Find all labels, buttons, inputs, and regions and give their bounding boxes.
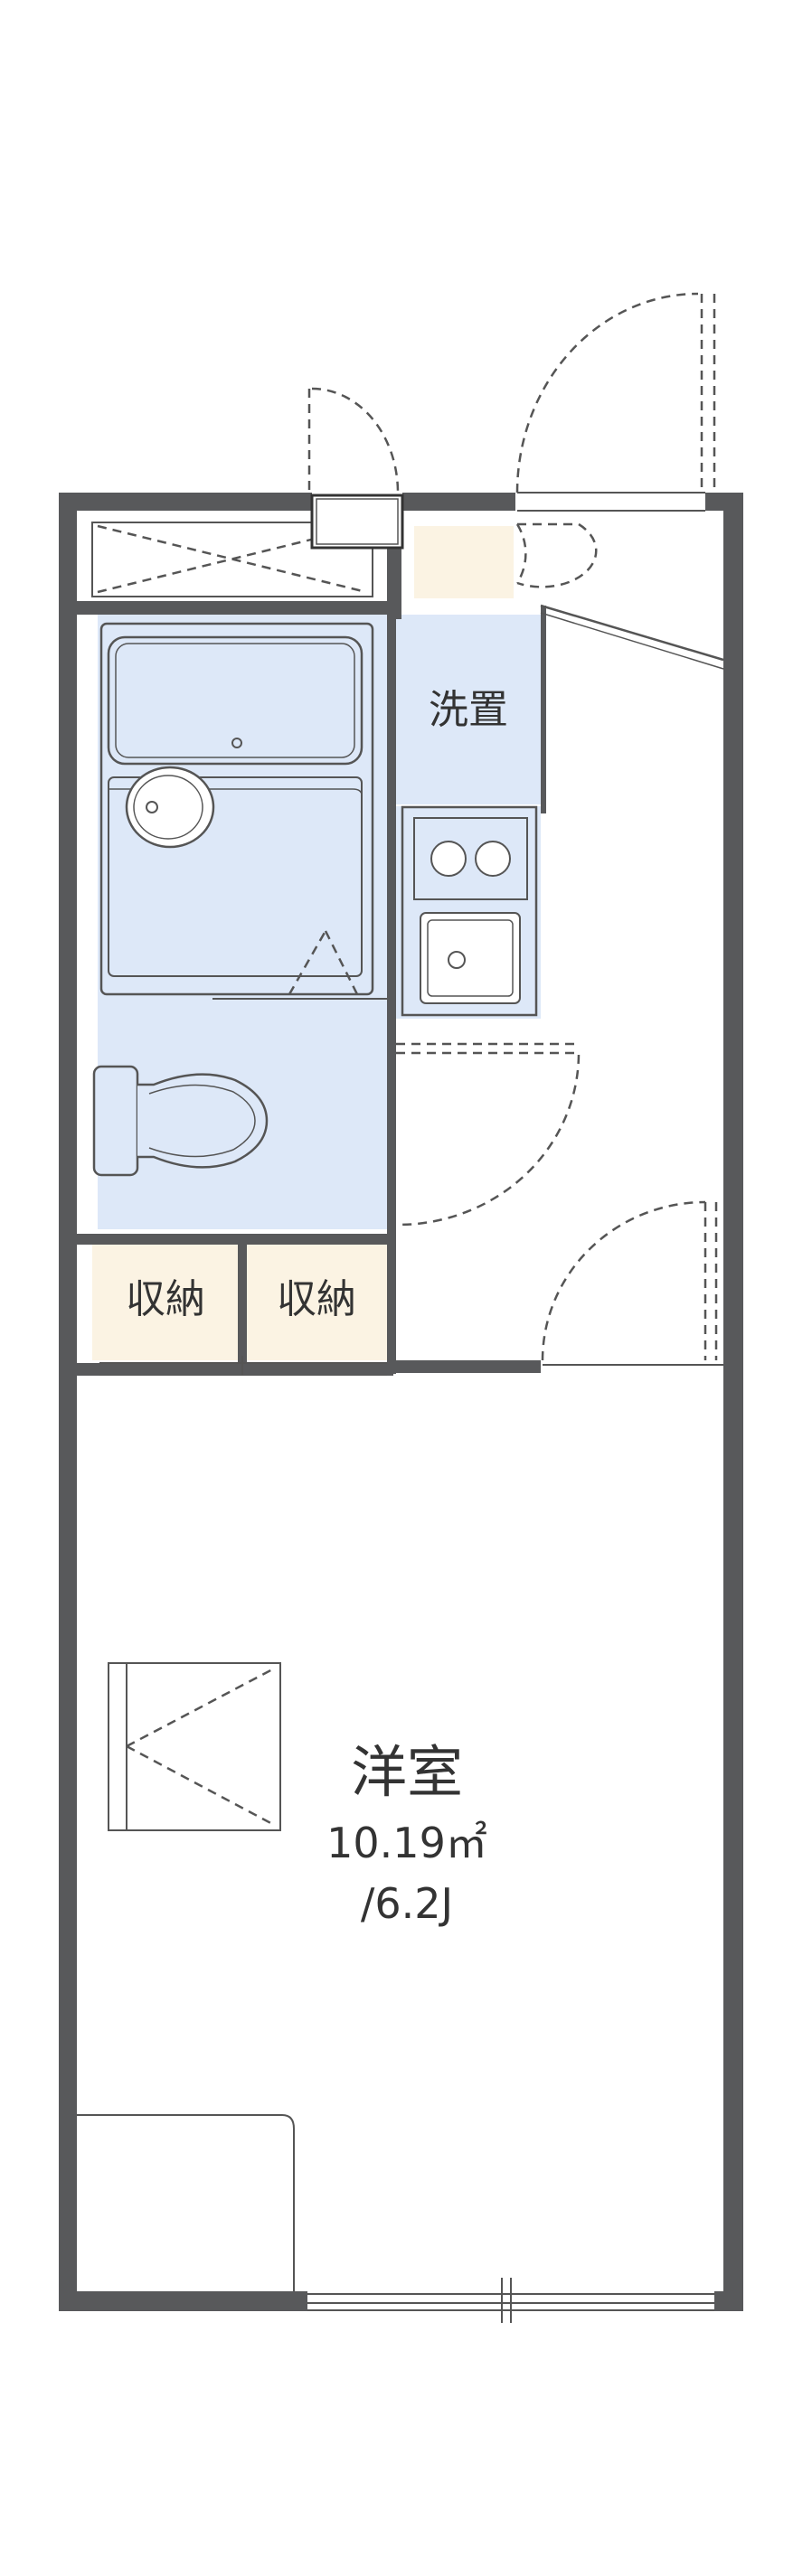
washroom-area [396,615,541,804]
entrance-door-swing [515,292,716,494]
entrance-shoe-box [414,526,514,598]
interior-walls [77,511,546,1376]
storage-2-label: 収納 [277,1276,356,1322]
bed-outline [77,2114,295,2291]
storage-1-area [92,1243,240,1360]
storage-2-area [246,1243,389,1360]
stove-burner-left-icon [430,841,467,877]
entrance-step [540,604,724,662]
washroom-label: 洗置 [429,687,508,733]
shoebox-door-swing [515,522,598,588]
storage-1-label: 収納 [126,1276,205,1322]
stove-burner-right-icon [475,841,511,877]
top-door-swing [307,387,400,494]
closet-mark [108,1662,281,1831]
western-room-floor [77,1376,723,2291]
washbasin-icon [125,766,215,849]
room-door-swing [541,1200,718,1361]
meter-box-inner [316,498,399,545]
bath-door [212,930,387,1000]
western-room-area: 10.19㎡ [326,1819,487,1867]
outer-walls [59,493,743,2311]
western-room-tatami: /6.2J [361,1879,453,1928]
toilet-icon [92,1065,269,1177]
entrance-step-2 [540,612,724,670]
kitchen [401,805,538,1017]
bottom-window [307,2278,714,2323]
western-room-label: 洋室 [351,1739,463,1805]
toilet-door-swing [396,1042,581,1227]
